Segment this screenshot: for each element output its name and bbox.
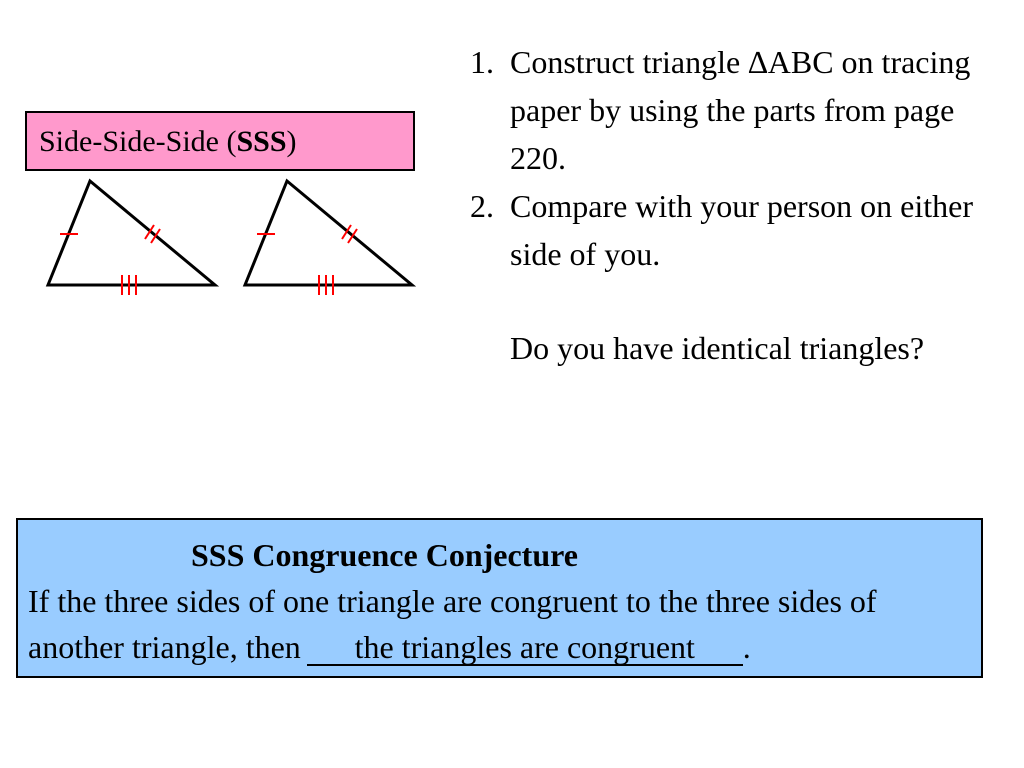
triangle-right	[242, 178, 417, 295]
title-bold: SSS	[236, 125, 287, 158]
step-number: 2.	[470, 188, 494, 224]
triangle-left	[45, 178, 220, 295]
step-text: Compare with your person on either side …	[510, 188, 973, 272]
step-item: 2. Compare with your person on either si…	[470, 182, 1015, 278]
conjecture-box: SSS Congruence Conjecture If the three s…	[16, 518, 983, 678]
instruction-steps: 1. Construct triangle ∆ABC on tracing pa…	[470, 38, 1015, 278]
title-suffix: )	[286, 125, 297, 158]
identical-question: Do you have identical triangles?	[510, 330, 925, 366]
conjecture-period: .	[742, 629, 751, 665]
congruent-triangles-figure	[45, 178, 417, 295]
title-prefix: Side-Side-Side (	[39, 125, 237, 158]
triangle-left-tick-base	[121, 275, 137, 295]
conjecture-statement: If the three sides of one triangle are c…	[28, 583, 877, 665]
conjecture-statement-line: If the three sides of one triangle are c…	[28, 578, 971, 670]
step-number: 1.	[470, 44, 494, 80]
triangle-right-tick-base	[318, 275, 334, 295]
conjecture-title: SSS Congruence Conjecture	[191, 537, 578, 573]
triangle-left-tick-right-side	[144, 224, 161, 244]
sss-title-box: Side-Side-Side (SSS)	[25, 111, 415, 171]
conjecture-answer-blank: the triangles are congruent	[306, 630, 743, 666]
step-item: 1. Construct triangle ∆ABC on tracing pa…	[470, 38, 1015, 182]
step-text: Construct triangle ∆ABC on tracing paper…	[510, 44, 971, 176]
triangle-right-tick-right-side	[341, 224, 358, 244]
